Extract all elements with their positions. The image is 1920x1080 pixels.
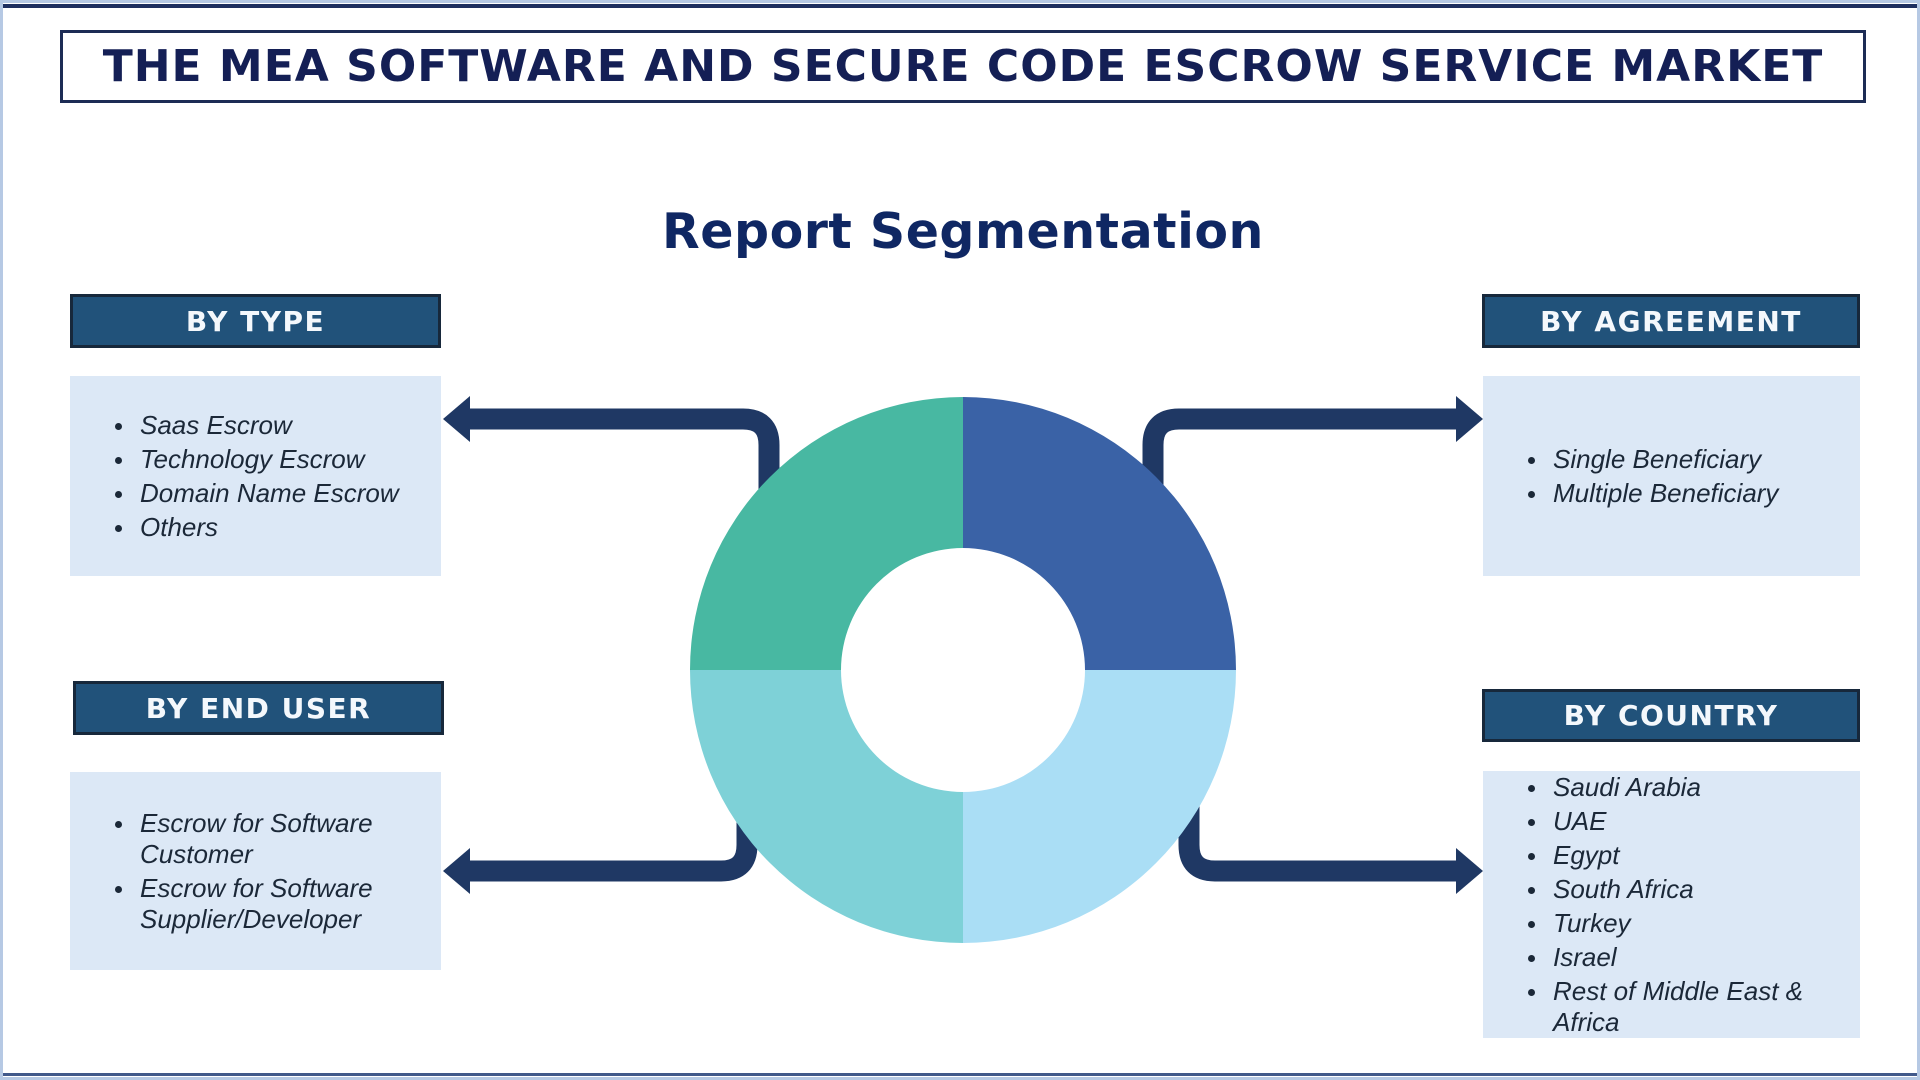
- arrowhead-right-icon: [1456, 848, 1483, 894]
- page-subtitle: Report Segmentation: [662, 203, 1264, 260]
- list-item: Escrow for Software Customer: [136, 808, 413, 870]
- top-divider: [3, 4, 1917, 8]
- list-item: Rest of Middle East & Africa: [1549, 976, 1832, 1038]
- by-agreement-items: Single BeneficiaryMultiple Beneficiary: [1483, 441, 1860, 512]
- by-type-label: BY TYPE: [185, 304, 326, 338]
- list-item: Technology Escrow: [136, 444, 413, 475]
- by-type-items: Saas EscrowTechnology EscrowDomain Name …: [70, 407, 441, 546]
- segmentation-diagram: [443, 396, 1483, 943]
- arrow-line: [469, 408, 780, 563]
- donut-segment-bottom-right: [963, 670, 1236, 943]
- by-agreement-label: BY AGREEMENT: [1540, 304, 1802, 338]
- list-item: Turkey: [1549, 908, 1832, 939]
- by-end-user-list: Escrow for Software CustomerEscrow for S…: [70, 772, 441, 970]
- list-item: Multiple Beneficiary: [1549, 478, 1832, 509]
- arrowhead-left-icon: [443, 848, 470, 894]
- list-item: Escrow for Software Supplier/Developer: [136, 873, 413, 935]
- arrow-line: [469, 783, 758, 882]
- list-item: Israel: [1549, 942, 1832, 973]
- arrow-to-by-country: [1178, 783, 1483, 894]
- arrowhead-right-icon: [1456, 396, 1483, 442]
- by-end-user-header: BY END USER: [73, 681, 444, 735]
- donut-segment-bottom-left: [690, 670, 963, 943]
- donut-segment-top-left: [690, 397, 963, 670]
- by-country-header: BY COUNTRY: [1482, 689, 1860, 742]
- arrowhead-left-icon: [443, 396, 470, 442]
- arrow-line: [1142, 408, 1457, 563]
- by-end-user-items: Escrow for Software CustomerEscrow for S…: [70, 805, 441, 938]
- list-item: Egypt: [1549, 840, 1832, 871]
- bottom-divider: [3, 1073, 1917, 1076]
- by-country-label: BY COUNTRY: [1563, 699, 1779, 732]
- donut-segment-top-right: [963, 397, 1236, 670]
- arrow-to-by-type: [443, 396, 780, 563]
- list-item: Single Beneficiary: [1549, 444, 1832, 475]
- by-country-list: Saudi ArabiaUAEEgyptSouth AfricaTurkeyIs…: [1483, 771, 1860, 1038]
- arrow-to-by-end-user: [443, 783, 758, 894]
- by-type-list: Saas EscrowTechnology EscrowDomain Name …: [70, 376, 441, 576]
- by-country-items: Saudi ArabiaUAEEgyptSouth AfricaTurkeyIs…: [1483, 769, 1860, 1041]
- by-end-user-label: BY END USER: [145, 691, 372, 725]
- by-type-header: BY TYPE: [70, 294, 441, 348]
- arrow-to-by-agreement: [1142, 396, 1483, 563]
- arrow-line: [1178, 783, 1457, 882]
- list-item: South Africa: [1549, 874, 1832, 905]
- list-item: UAE: [1549, 806, 1832, 837]
- page-title: THE MEA SOFTWARE AND SECURE CODE ESCROW …: [102, 41, 1824, 92]
- title-banner: THE MEA SOFTWARE AND SECURE CODE ESCROW …: [60, 30, 1866, 103]
- list-item: Domain Name Escrow: [136, 478, 413, 509]
- by-agreement-list: Single BeneficiaryMultiple Beneficiary: [1483, 376, 1860, 576]
- by-agreement-header: BY AGREEMENT: [1482, 294, 1860, 348]
- list-item: Others: [136, 512, 413, 543]
- list-item: Saas Escrow: [136, 410, 413, 441]
- list-item: Saudi Arabia: [1549, 772, 1832, 803]
